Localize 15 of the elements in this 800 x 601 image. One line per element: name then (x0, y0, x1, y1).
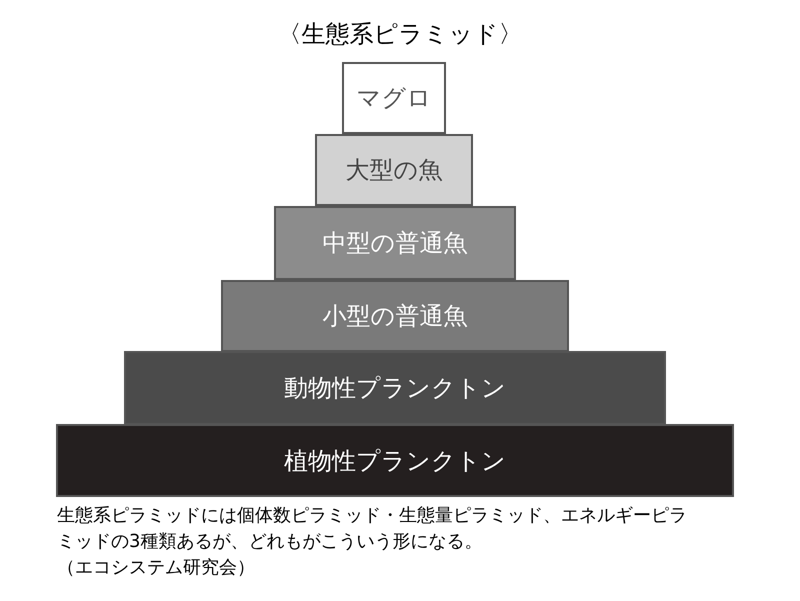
pyramid-tier (315, 134, 473, 206)
caption: 生態系ピラミッドには個体数ピラミッド・生態量ピラミッド、エネルギーピラミッドの3種類あるが、どれもがこういう形になる。 (57, 504, 688, 554)
tier-label: 大型の魚 (346, 155, 442, 186)
tier-label: 動物性プランクトン (284, 373, 506, 404)
pyramid-tier (221, 280, 569, 352)
pyramid-tier (274, 206, 516, 280)
pyramid-tier (56, 424, 734, 497)
diagram-title: 〈生態系ピラミッド〉 (276, 19, 524, 50)
tier-label: 中型の普通魚 (322, 228, 468, 259)
tier-label: マグロ (356, 83, 432, 114)
pyramid-tier (124, 351, 666, 425)
source-note: （エコシステム研究会） (57, 556, 255, 580)
tier-label: 植物性プランクトン (284, 446, 506, 476)
pyramid-tier (342, 62, 446, 134)
tier-label: 小型の普通魚 (322, 301, 468, 332)
